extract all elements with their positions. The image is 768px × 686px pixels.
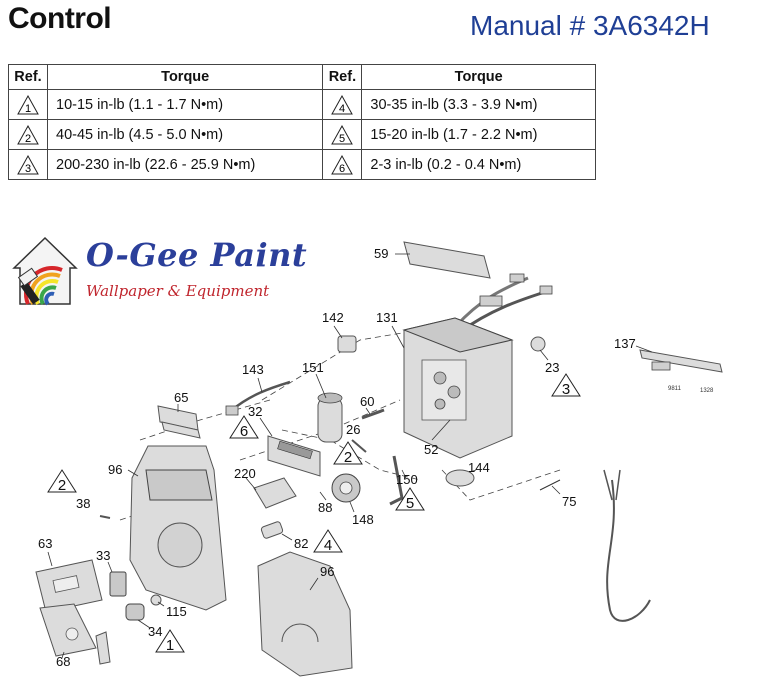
- table-row: 1 10-15 in-lb (1.1 - 1.7 N•m) 4 30-35 in…: [8, 89, 596, 120]
- torque-marker-icon: [155, 629, 185, 653]
- part-34-knob: [125, 603, 145, 621]
- torque-marker-3: 3: [562, 381, 570, 398]
- callout-82: 82: [294, 536, 308, 551]
- triangle-marker-icon: 1: [17, 94, 39, 115]
- triangle-marker-icon: 3: [17, 154, 39, 175]
- triangle-marker-icon: 4: [331, 94, 354, 115]
- callout-148: 148: [352, 512, 374, 527]
- part-137-bracket: [639, 349, 723, 373]
- torque-marker-4: 4: [324, 537, 332, 554]
- logo-tagline: Wallpaper & Equipment: [86, 282, 270, 300]
- torque-value: 15-20 in-lb (1.7 - 2.2 N•m): [361, 119, 596, 150]
- company-logo: O-Gee Paint Wallpaper & Equipment: [6, 230, 316, 320]
- torque-marker-icon: [313, 529, 343, 553]
- ref-cell: 2: [8, 119, 48, 150]
- triangle-marker-icon: 6: [331, 154, 354, 175]
- power-cord: [606, 479, 651, 622]
- part-82: [260, 521, 284, 539]
- callout-75: 75: [562, 494, 576, 509]
- torque-value: 30-35 in-lb (3.3 - 3.9 N•m): [361, 89, 596, 120]
- callout-26: 26: [346, 422, 360, 437]
- callout-220: 220: [234, 466, 256, 481]
- triangle-marker-icon: 5: [331, 124, 354, 145]
- callout-60: 60: [360, 394, 374, 409]
- part-151: [317, 397, 343, 443]
- torque-value: 10-15 in-lb (1.1 - 1.7 N•m): [46, 89, 324, 120]
- torque-marker-icon: [333, 441, 363, 465]
- callout-96-front: 96: [108, 462, 122, 477]
- ref-number: 4: [339, 103, 345, 115]
- ref-number: 5: [339, 133, 345, 145]
- part-150-shaft: [389, 455, 404, 506]
- callout-96-rear: 96: [320, 564, 334, 579]
- part-142: [337, 335, 357, 353]
- logo-name: O-Gee Paint: [86, 236, 308, 274]
- torque-marker-6: 6: [240, 423, 248, 440]
- ref-number: 1: [25, 103, 31, 115]
- callout-59: 59: [374, 246, 388, 261]
- torque-marker-1: 1: [166, 637, 174, 654]
- callout-137: 137: [614, 336, 636, 351]
- torque-marker-2: 2: [58, 477, 66, 494]
- callout-68: 68: [56, 654, 70, 669]
- ref-cell: 3: [8, 149, 48, 180]
- ref-number: 3: [25, 163, 31, 175]
- ref-cell: 4: [322, 89, 363, 120]
- ref-header: Ref.: [8, 64, 48, 90]
- callout-23: 23: [545, 360, 559, 375]
- part-115-nut: [150, 594, 162, 606]
- torque-marker-icon: [229, 415, 259, 439]
- torque-value: 2-3 in-lb (0.2 - 0.4 N•m): [361, 149, 596, 180]
- table-row: 3 200-230 in-lb (22.6 - 25.9 N•m) 6 2-3 …: [8, 149, 596, 180]
- ref-number: 2: [25, 133, 31, 145]
- manual-number: Manual # 3A6342H: [470, 10, 710, 41]
- callout-63: 63: [38, 536, 52, 551]
- callout-88: 88: [318, 500, 332, 515]
- torque-marker-2: 2: [344, 449, 352, 466]
- part-32-board: [267, 435, 321, 477]
- callout-32: 32: [248, 404, 262, 419]
- callout-143: 143: [242, 362, 264, 377]
- table-row: 2 40-45 in-lb (4.5 - 5.0 N•m) 5 15-20 in…: [8, 119, 596, 150]
- ref-number: 6: [339, 163, 345, 175]
- callout-52: 52: [424, 442, 438, 457]
- torque-marker-icon: [47, 469, 77, 493]
- callout-150: 150: [396, 472, 418, 487]
- page-title: Control: [8, 2, 112, 35]
- triangle-marker-icon: 2: [17, 124, 39, 145]
- ref-header: Ref.: [322, 64, 363, 90]
- torque-marker-5: 5: [406, 495, 414, 512]
- callout-65: 65: [174, 390, 188, 405]
- ref-cell: 5: [322, 119, 363, 150]
- ref-cell: 6: [322, 149, 363, 180]
- callout-144: 144: [468, 460, 490, 475]
- part-144: [445, 469, 475, 487]
- part-220-bracket: [253, 477, 297, 509]
- torque-marker-icon: [551, 373, 581, 397]
- bracket-code-b: 1328: [700, 388, 714, 394]
- torque-value: 200-230 in-lb (22.6 - 25.9 N•m): [46, 149, 324, 180]
- callout-34: 34: [148, 624, 162, 639]
- part-23-nut: [530, 336, 546, 352]
- callout-142: 142: [322, 310, 344, 325]
- callout-131: 131: [376, 310, 398, 325]
- part-59-plate: [403, 241, 491, 279]
- callout-38: 38: [76, 496, 90, 511]
- part-96-rear-shroud: [257, 551, 353, 677]
- torque-table-header: Ref. Torque Ref. Torque: [8, 64, 596, 90]
- callout-151: 151: [302, 360, 324, 375]
- callout-115: 115: [166, 604, 187, 619]
- bracket-code-a: 9811: [668, 386, 682, 392]
- callout-33: 33: [96, 548, 110, 563]
- house-rainbow-icon: [12, 236, 78, 306]
- torque-table: Ref. Torque Ref. Torque 1 10-15 in-lb (1…: [8, 64, 596, 180]
- part-33-switch: [109, 571, 127, 597]
- torque-marker-icon: [395, 487, 425, 511]
